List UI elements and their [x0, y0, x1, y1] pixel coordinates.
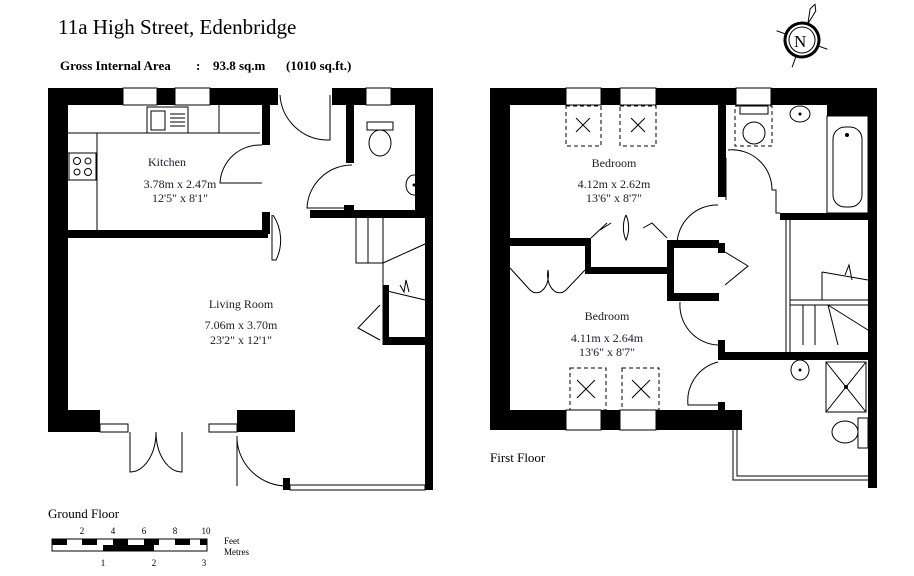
room-metric-bedroom-2: 4.11m x 2.64m	[571, 331, 644, 345]
area-separator: :	[196, 58, 200, 73]
basin-icon	[789, 105, 811, 123]
compass-north-label: N	[794, 32, 806, 51]
basin-icon	[405, 174, 423, 196]
room-name-bedroom-2: Bedroom	[585, 309, 630, 323]
shower-icon	[825, 361, 867, 413]
first-floor-plan	[490, 87, 877, 488]
hob-icon	[68, 152, 97, 181]
room-metric-living-room: 7.06m x 3.70m	[205, 318, 278, 332]
compass-rose-icon	[776, 3, 828, 68]
room-imperial-living-room: 23'2" x 12'1"	[210, 333, 272, 347]
area-label: Gross Internal Area	[60, 58, 171, 73]
room-imperial-bedroom-1: 13'6" x 8'7"	[586, 191, 642, 205]
first-floor-label: First Floor	[490, 450, 546, 465]
scale-bar: 2 4 6 8 10 1 2 3 Feet Metres	[51, 526, 249, 568]
feet-tick: 8	[173, 526, 178, 536]
ground-floor-label: Ground Floor	[48, 506, 120, 521]
metre-tick: 2	[152, 558, 157, 568]
bathtub-icon	[826, 115, 869, 214]
metres-label: Metres	[224, 547, 249, 557]
room-imperial-bedroom-2: 13'6" x 8'7"	[579, 345, 635, 359]
toilet-icon	[739, 105, 769, 145]
room-metric-bedroom-1: 4.12m x 2.62m	[578, 177, 651, 191]
area-imperial: (1010 sq.ft.)	[286, 58, 351, 73]
basin-icon	[790, 359, 810, 381]
room-name-living-room: Living Room	[209, 297, 274, 311]
room-name-bedroom-1: Bedroom	[592, 156, 637, 170]
feet-tick: 4	[111, 526, 116, 536]
feet-tick: 6	[142, 526, 147, 536]
ground-floor-plan: Kitchen 3.78m x 2.47m 12'5" x 8'1" Livin…	[48, 87, 433, 491]
toilet-icon	[366, 121, 394, 157]
gross-internal-area: Gross Internal Area : 93.8 sq.m (1010 sq…	[60, 58, 351, 73]
room-imperial-kitchen: 12'5" x 8'1"	[152, 191, 208, 205]
feet-tick: 10	[202, 526, 212, 536]
metre-tick: 1	[101, 558, 106, 568]
room-name-kitchen: Kitchen	[148, 155, 186, 169]
property-title: 11a High Street, Edenbridge	[58, 15, 296, 39]
metre-tick: 3	[202, 558, 207, 568]
feet-tick: 2	[80, 526, 85, 536]
room-metric-kitchen: 3.78m x 2.47m	[144, 177, 217, 191]
area-metric: 93.8 sq.m	[213, 58, 266, 73]
feet-label: Feet	[224, 536, 240, 546]
toilet-icon	[831, 417, 869, 449]
